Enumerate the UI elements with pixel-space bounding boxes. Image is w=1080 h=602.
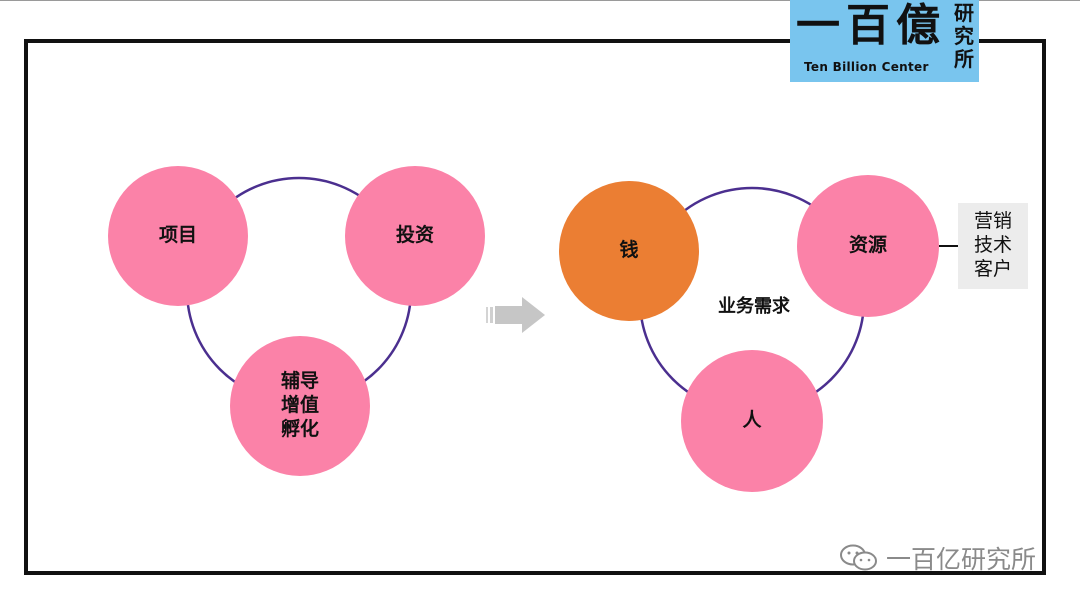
node-resources-label: 资源 bbox=[848, 234, 887, 257]
logo-subtitle: Ten Billion Center bbox=[804, 60, 929, 74]
brand-logo: 一百億 研 究 所 Ten Billion Center bbox=[790, 0, 979, 82]
slide-frame bbox=[24, 39, 1046, 575]
node-incubation: 辅导 增值 孵化 bbox=[230, 336, 370, 476]
node-investment: 投资 bbox=[345, 166, 485, 306]
node-investment-label: 投资 bbox=[395, 224, 434, 247]
resource-details-box: 营销 技术 客户 bbox=[958, 203, 1028, 289]
watermark: 一百亿研究所 bbox=[838, 540, 1036, 576]
logo-side-char-2: 究 bbox=[954, 24, 974, 48]
node-project: 项目 bbox=[108, 166, 248, 306]
right-arrow-icon bbox=[486, 297, 545, 333]
node-incubation-line-1: 辅导 bbox=[280, 370, 319, 393]
top-divider bbox=[0, 0, 1080, 1]
node-people-label: 人 bbox=[742, 409, 762, 432]
watermark-text: 一百亿研究所 bbox=[886, 545, 1037, 574]
resource-detail-technology: 技术 bbox=[973, 234, 1012, 257]
node-people: 人 bbox=[681, 350, 823, 492]
wechat-icon bbox=[840, 544, 877, 571]
logo-side-char-1: 研 bbox=[954, 1, 974, 25]
center-label-business-needs: 业务需求 bbox=[718, 296, 790, 317]
resource-detail-marketing: 营销 bbox=[973, 210, 1012, 233]
node-resources: 资源 bbox=[797, 175, 939, 317]
logo-side-char-3: 所 bbox=[954, 47, 974, 71]
node-project-label: 项目 bbox=[158, 224, 197, 247]
node-incubation-line-3: 孵化 bbox=[280, 417, 319, 440]
node-incubation-line-2: 增值 bbox=[280, 394, 319, 417]
node-money: 钱 bbox=[559, 181, 699, 321]
logo-main-text: 一百億 bbox=[796, 0, 946, 51]
resource-detail-customers: 客户 bbox=[973, 257, 1012, 280]
node-money-label: 钱 bbox=[619, 239, 639, 262]
logo-side-text: 研 究 所 bbox=[952, 2, 976, 71]
